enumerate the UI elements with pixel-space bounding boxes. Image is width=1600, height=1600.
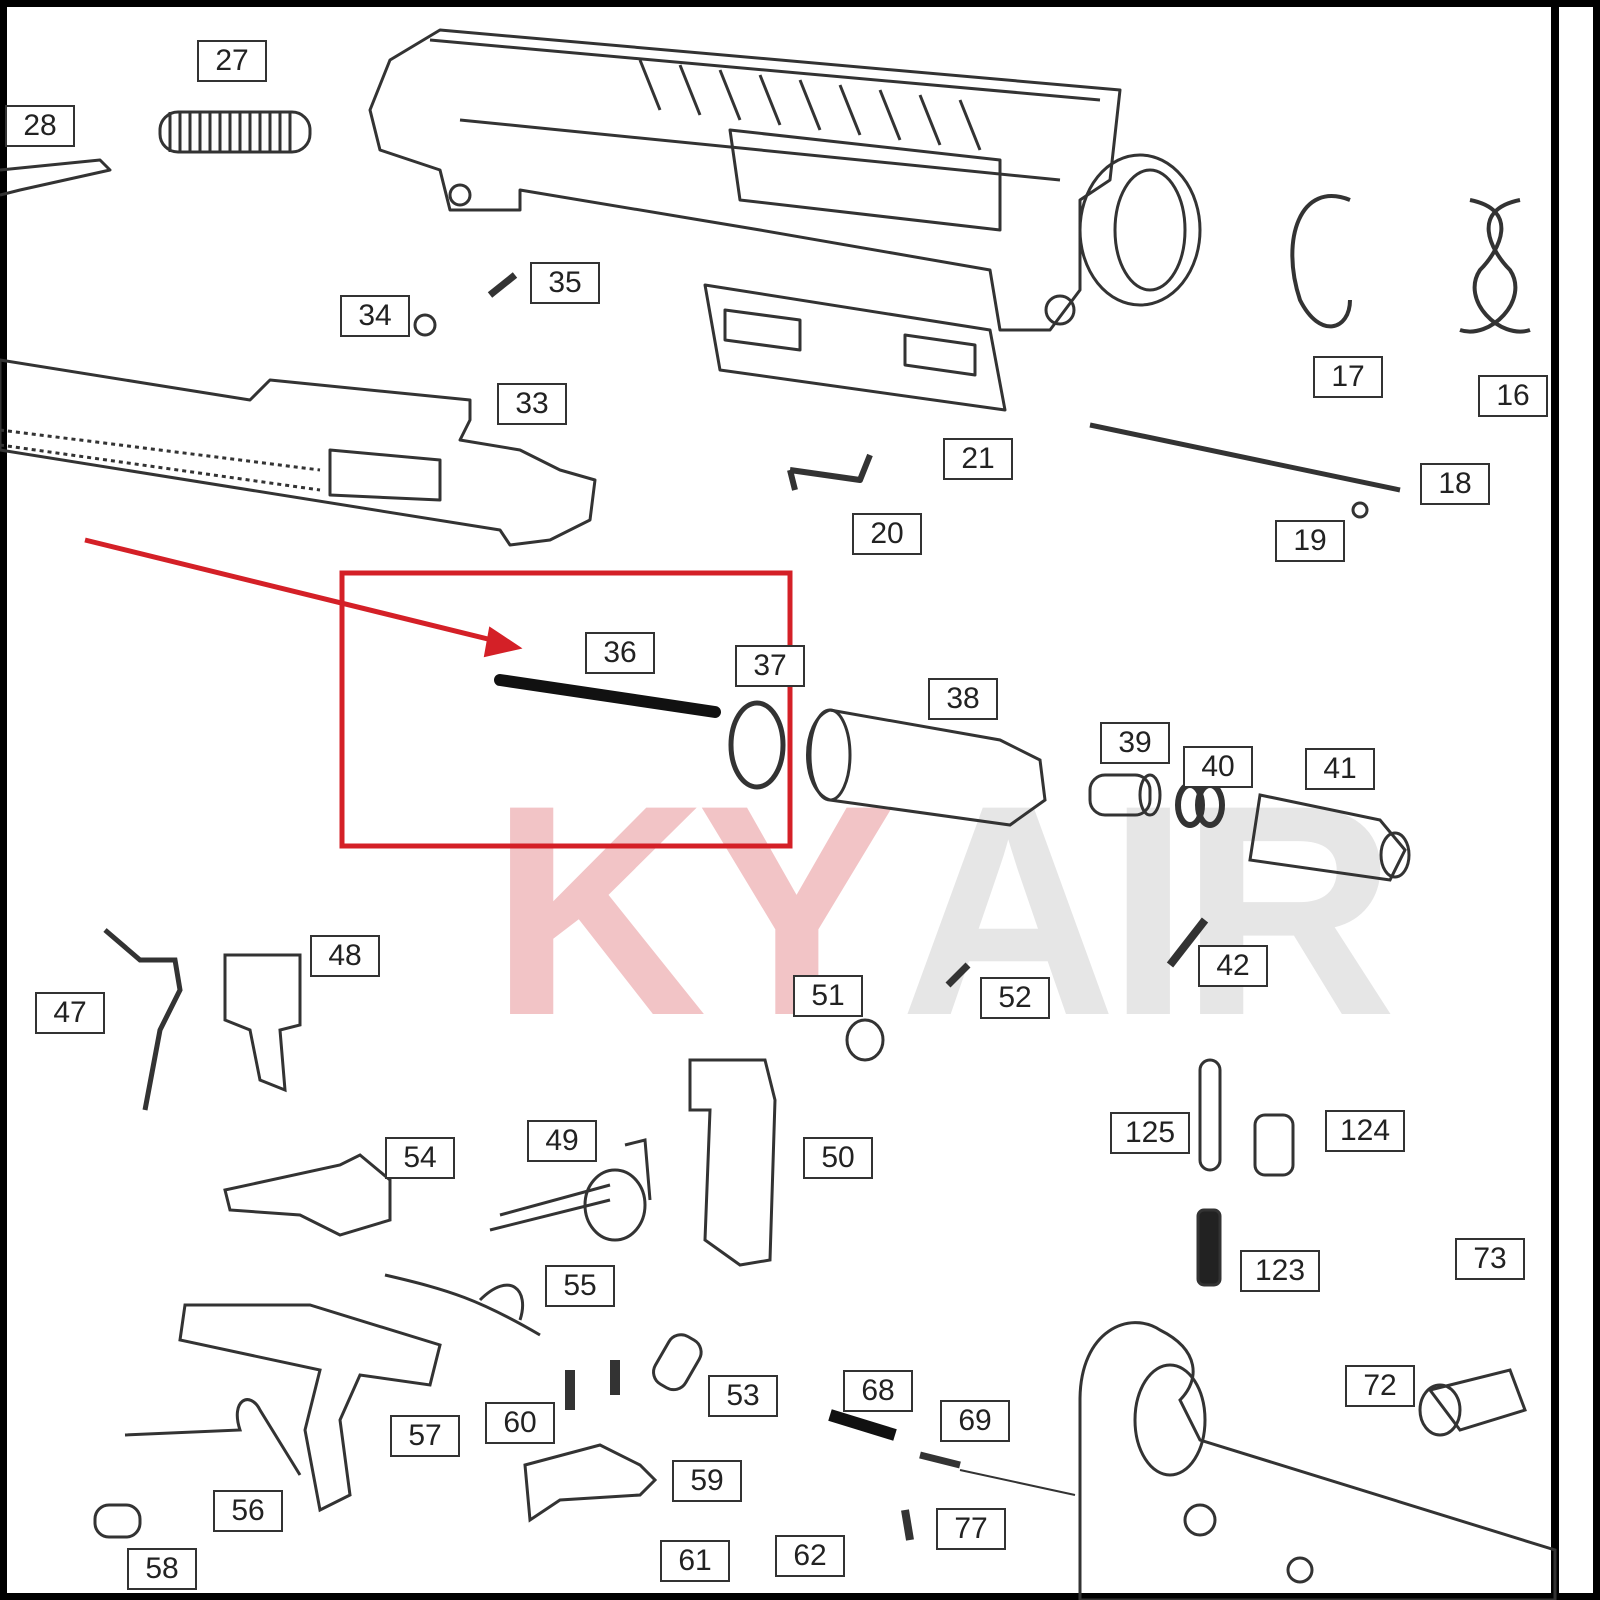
part-40-spring — [1175, 782, 1225, 828]
label-49: 49 — [527, 1120, 597, 1162]
part-16-clip — [1459, 198, 1531, 334]
label-54: 54 — [385, 1137, 455, 1179]
label-42: 42 — [1198, 945, 1268, 987]
part-55-spring — [384, 1273, 541, 1337]
part-18-rod — [1089, 422, 1401, 493]
part-49-spring — [489, 1138, 652, 1242]
label-28: 28 — [5, 105, 75, 147]
part-123-spring — [1196, 1208, 1222, 1287]
label-123: 123 — [1240, 1250, 1320, 1292]
label-47: 47 — [35, 992, 105, 1034]
label-59: 59 — [672, 1460, 742, 1502]
highlight-box — [339, 570, 793, 849]
leader-line-69 — [959, 1469, 1076, 1496]
part-39-nozzle — [1088, 773, 1162, 817]
part-33-charging-handle — [0, 358, 597, 547]
label-50: 50 — [803, 1137, 873, 1179]
label-40: 40 — [1183, 746, 1253, 788]
label-125: 125 — [1110, 1112, 1190, 1154]
part-35-pin — [487, 272, 518, 298]
label-77: 77 — [936, 1508, 1006, 1550]
part-21-ejection-port-cover — [703, 283, 1007, 412]
part-72-latch — [1418, 1368, 1527, 1437]
label-60: 60 — [485, 1402, 555, 1444]
part-57-trigger — [178, 1303, 442, 1513]
label-39: 39 — [1100, 722, 1170, 764]
label-16: 16 — [1478, 375, 1548, 417]
part-51-bushing — [845, 1018, 885, 1062]
label-21: 21 — [943, 438, 1013, 480]
part-53-bushing — [652, 1333, 703, 1392]
label-52: 52 — [980, 977, 1050, 1019]
part-125-pin — [1198, 1058, 1222, 1172]
part-50-disconnector — [688, 1058, 777, 1267]
label-35: 35 — [530, 262, 600, 304]
part-28-lever — [0, 158, 112, 197]
label-33: 33 — [497, 383, 567, 425]
label-20: 20 — [852, 513, 922, 555]
label-68: 68 — [843, 1370, 913, 1412]
part-52-pin — [945, 962, 971, 988]
part-69-pin — [919, 1451, 961, 1469]
label-61: 61 — [660, 1540, 730, 1582]
part-20-spring — [787, 453, 873, 491]
label-38: 38 — [928, 678, 998, 720]
label-41: 41 — [1305, 748, 1375, 790]
upper-receiver — [368, 28, 1202, 332]
part-41-hopup — [1248, 793, 1411, 882]
label-18: 18 — [1420, 463, 1490, 505]
label-27: 27 — [197, 40, 267, 82]
part-68-spring — [828, 1409, 897, 1441]
highlight-arrow — [84, 537, 523, 658]
label-57: 57 — [390, 1415, 460, 1457]
part-17-c-clip — [1290, 194, 1352, 329]
part-59-plate — [523, 1443, 658, 1523]
part-47-spring — [103, 928, 183, 1111]
part-42-pin — [1166, 917, 1209, 968]
part-56-spring — [124, 1398, 302, 1476]
label-34: 34 — [340, 295, 410, 337]
label-58: 58 — [127, 1548, 197, 1590]
label-56: 56 — [213, 1490, 283, 1532]
part-77-pin — [901, 1509, 914, 1541]
label-55: 55 — [545, 1265, 615, 1307]
label-69: 69 — [940, 1400, 1010, 1442]
label-62: 62 — [775, 1535, 845, 1577]
label-37: 37 — [735, 645, 805, 687]
part-27-spring — [158, 110, 312, 154]
label-53: 53 — [708, 1375, 778, 1417]
part-37-oring — [728, 700, 786, 790]
part-124-spring — [1253, 1113, 1295, 1177]
part-34-nut — [413, 313, 437, 337]
label-19: 19 — [1275, 520, 1345, 562]
part-48-selector — [223, 953, 302, 1093]
label-51: 51 — [793, 975, 863, 1017]
label-73: 73 — [1455, 1238, 1525, 1280]
label-72: 72 — [1345, 1365, 1415, 1407]
part-36-spring — [494, 674, 721, 718]
part-38-cylinder — [806, 708, 1047, 827]
label-48: 48 — [310, 935, 380, 977]
label-17: 17 — [1313, 356, 1383, 398]
lower-receiver — [1078, 1321, 1557, 1600]
part-60-screws — [565, 1360, 620, 1410]
label-36: 36 — [585, 632, 655, 674]
part-54-hammer — [223, 1153, 392, 1237]
label-124: 124 — [1325, 1110, 1405, 1152]
part-19-ring — [1351, 501, 1369, 519]
part-58-bushing — [93, 1503, 142, 1539]
